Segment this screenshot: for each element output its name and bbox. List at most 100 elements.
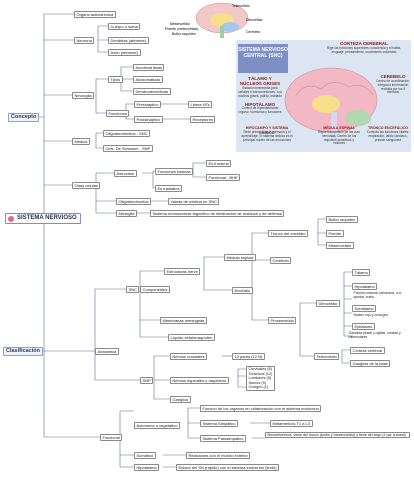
tronco-item-3[interactable]: Mesencefalo	[326, 242, 354, 249]
telencefalo-node[interactable]: Telencefalo	[314, 353, 340, 360]
tipos-item-2[interactable]: Axosomáticas	[133, 76, 163, 83]
diencefalo-item-2[interactable]: Hipotálamo	[352, 283, 378, 290]
funciones-node[interactable]: Funciones	[106, 110, 130, 117]
oligodendrocitos-snc-node[interactable]: Oligodendrocitos - SNC	[103, 130, 151, 137]
neurona-node[interactable]: Neurona	[74, 37, 95, 44]
concepto-node[interactable]: Concepto	[8, 113, 40, 122]
diencefalo-node[interactable]: Diencefalo	[316, 300, 340, 307]
corteza-title: CORTEZA CEREBRAL	[340, 41, 388, 46]
parasimpatico-node[interactable]: Sistema Parasimpático	[200, 435, 246, 442]
snc-node[interactable]: SNC	[126, 286, 140, 293]
anatomica-node[interactable]: Anatomica	[95, 348, 119, 355]
link-estructuras	[203, 256, 232, 291]
organos-node[interactable]: Órgano actividrenica	[74, 11, 116, 18]
tipos-item-3[interactable]: Dendrodendríticas	[133, 88, 171, 95]
tronco-desc: Controla las funciones vitales: respirac…	[366, 130, 410, 142]
diencefalo-item-4[interactable]: Subtálamo	[352, 305, 377, 312]
link-neurona	[97, 25, 108, 53]
tipos-item-1[interactable]: Axodendríticas	[133, 64, 165, 71]
telencefalo-item-2[interactable]: Ganglios de la base	[350, 360, 391, 367]
link-root-concepto	[30, 116, 45, 218]
root-label: SISTEMA NERVIOSO	[17, 215, 77, 221]
hipocampo-desc: Sede principal de la memoria y el aprend…	[241, 130, 293, 142]
ganglios-node[interactable]: Ganglios	[170, 396, 191, 403]
estructuras-node[interactable]: Estructuras nerve	[164, 268, 201, 275]
funcional-bhe-node[interactable]: Funcional - BHE	[206, 174, 241, 181]
cerebelo-title: CEREBELO	[380, 74, 406, 79]
autonomo-node[interactable]: Autonomo o vegetativo	[134, 422, 180, 429]
liquido-node[interactable]: Liquido cefalorraquídeo	[168, 334, 215, 341]
schwann-node[interactable]: Cels. De Schwann - SNP	[103, 145, 153, 152]
diencefalo-item-5: Núcleo rojo y zona gris	[353, 313, 389, 317]
corteza-desc: Rige las funciones superiores: concienci…	[326, 46, 402, 54]
neuroglia-node[interactable]: Neuroglia	[72, 92, 95, 99]
receptores-node[interactable]: Receptores	[190, 116, 216, 123]
funciones-basicas-node[interactable]: Funciones basicas	[155, 168, 194, 175]
somatico-node[interactable]: Somatico	[134, 452, 156, 459]
link-telencefalo	[341, 349, 350, 364]
pares-node[interactable]: 12 pares (12 N)	[232, 353, 265, 360]
otras-celulas-node[interactable]: Otras celulas	[72, 182, 101, 189]
neurona-part-2[interactable]: Dendritas (aferente)	[108, 37, 149, 44]
prosencefalo-node[interactable]: Prosencefalo	[268, 317, 297, 324]
simpatico-desc-node[interactable]: Metamericos T1 a L3	[270, 420, 313, 427]
tronco-title: TRONCO ENCEFÁLICO	[368, 126, 408, 130]
medula-node[interactable]: Medula espinal	[224, 254, 256, 261]
tronco-item-1[interactable]: Bulbo raquideo	[326, 216, 358, 223]
autonomo-desc-node[interactable]: Funcion de los organos en colaboración c…	[200, 405, 322, 412]
link-tronco	[317, 218, 326, 246]
simpatico-node[interactable]: Sistema Simpático	[200, 420, 239, 427]
label-puente: Puente (metencéfalo)	[165, 27, 199, 31]
postsinaptico-node[interactable]: Postsináptico	[134, 116, 163, 123]
diencefalo-item-3: Función manual: pelosome, a.d. quedat, c…	[353, 291, 402, 299]
link-otras	[95, 172, 116, 214]
estructural-node[interactable]: Es fructural	[206, 160, 232, 167]
label-mesencefalo: Mesencéfalo	[170, 22, 190, 26]
encefalo-node[interactable]: Encéfalo	[232, 287, 253, 294]
diencefalo-item-6[interactable]: Epitálamo	[352, 323, 375, 330]
vainas-node[interactable]: Vainas de mielina en SNC	[168, 198, 220, 205]
funcional-node[interactable]: Funcional	[100, 434, 123, 441]
tipos-node[interactable]: Tipos	[108, 76, 123, 83]
espinales-list[interactable]: Cervicales (8) Torácicos (12) Lumbares (…	[246, 366, 275, 391]
tronco-node[interactable]: Tronco del encefalo	[268, 230, 308, 237]
telencefalo-item-1[interactable]: Corteza cerebral	[350, 347, 385, 354]
neurona-part-3[interactable]: Axón (eferente)	[108, 49, 141, 56]
link-funciones	[125, 103, 190, 120]
talamo-title: TÁLAMO Y NÚCLEOS GRISES	[239, 76, 281, 86]
neurona-part-1[interactable]: Cuerpo o soma	[108, 23, 141, 30]
root-node[interactable]: SISTEMA NERVIOSO	[5, 213, 81, 224]
clasificacion-node[interactable]: Clasificación	[3, 347, 43, 356]
sistema-mononuclear-node[interactable]: Sistema mononuclear-fagocitico de elimin…	[150, 210, 285, 217]
label-cerebelo: Cerebelo	[246, 30, 261, 34]
parasimpatico-desc-node[interactable]: Neumeluericos, viene del tronco (bulbo y…	[265, 432, 410, 439]
diencefalo-item-1[interactable]: Tálamo	[352, 269, 371, 276]
espinales-item-2: Torácicos (12)	[248, 371, 273, 376]
microglia-node[interactable]: Microglia	[116, 210, 138, 217]
link-funcional	[119, 410, 134, 468]
astrocitos-node[interactable]: Astrocitos	[114, 170, 137, 177]
membranas-node[interactable]: Membranas meningeas	[160, 317, 207, 324]
libera-nts-node[interactable]: Libera NTs	[188, 101, 213, 108]
tronco-item-2[interactable]: Puente	[326, 230, 344, 237]
cerebelo-node[interactable]: Cerebelo	[270, 257, 292, 264]
label-telencefalo: Telencéfalo	[232, 4, 250, 8]
componentes-node[interactable]: Componentes	[140, 286, 170, 293]
espinales-item-4: Sacros (5)	[248, 380, 267, 385]
nervios-craneales-node[interactable]: Nervios craneales	[170, 353, 208, 360]
link-concepto	[43, 13, 74, 186]
oligodendrocitos-node[interactable]: Oligodendrocitos	[116, 198, 152, 205]
snp-node[interactable]: SNP	[140, 377, 154, 384]
es-traslados-node[interactable]: Es traslados	[155, 185, 183, 192]
hipotalamo-desc-node[interactable]: Enlace del SN (rapido) con el sistema en…	[176, 464, 280, 471]
espinales-item-1: Cervicales (8)	[248, 367, 272, 371]
somatico-desc-node[interactable]: Relaciones con el mundo exterior	[186, 452, 251, 459]
presinaptico-node[interactable]: Presináptico	[134, 101, 162, 108]
nervios-espinales-node[interactable]: Nervios espinales o raquideos	[170, 377, 229, 384]
link-snp	[153, 355, 170, 400]
medios-node[interactable]: Medios	[72, 138, 90, 145]
hipotalamo-node[interactable]: Hipotálamo	[134, 464, 160, 471]
link-encefalo	[251, 232, 270, 321]
brain-sagittal-illustration	[195, 2, 249, 38]
